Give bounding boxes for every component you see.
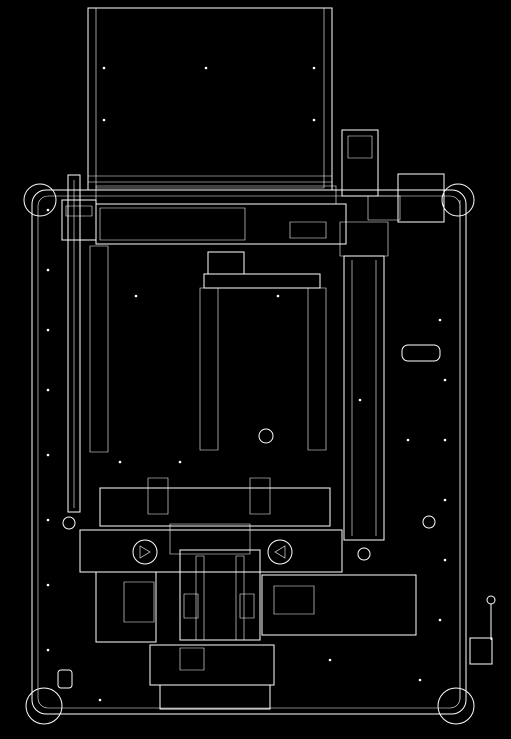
lower-bracket — [80, 524, 342, 572]
top-hopper — [88, 8, 332, 190]
central-column — [180, 550, 260, 640]
right-side-slot — [402, 345, 440, 361]
slide-platform — [100, 478, 330, 526]
central-carriage — [90, 246, 326, 452]
right-vertical-axis — [344, 256, 384, 540]
round-holes — [58, 429, 435, 688]
mounting-holes — [46, 66, 447, 702]
right-lever — [470, 596, 495, 664]
right-lower-box — [262, 575, 416, 635]
gantry-beam — [62, 186, 346, 244]
right-motor-assembly — [340, 130, 444, 256]
left-rail — [68, 175, 80, 512]
corner-casters — [24, 184, 474, 724]
left-lower-motor — [96, 572, 156, 642]
bottom-tool-head — [150, 645, 274, 709]
